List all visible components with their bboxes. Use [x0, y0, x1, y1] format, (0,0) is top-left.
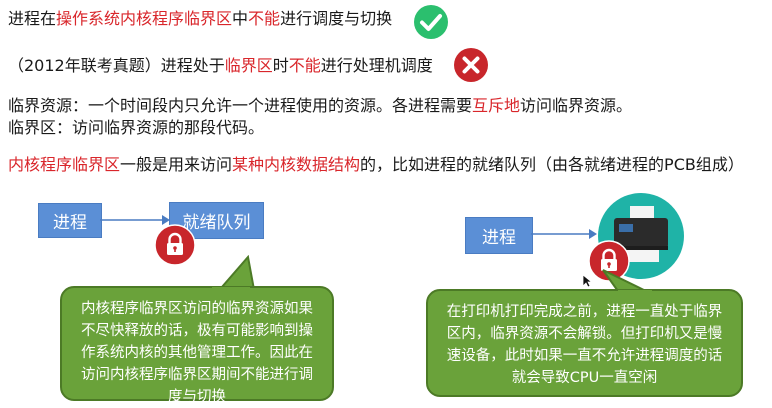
right-bubble-joint — [618, 290, 652, 294]
lock-icon — [588, 240, 630, 282]
right-bubble-tail — [602, 269, 653, 294]
statement-2: （2012年联考真题）进程处于临界区时不能进行处理机调度 — [8, 56, 433, 75]
definition-critical-section: 临界区：访问临界资源的那段代码。 — [8, 118, 265, 137]
check-icon — [414, 5, 448, 39]
arrow-icon — [531, 229, 597, 239]
statement-kernel-critical-section: 内核程序临界区一般是用来访问某种内核数据结构的，比如进程的就绪队列（由各就绪进程… — [8, 155, 744, 174]
arrow-icon — [100, 215, 170, 225]
left-explanation-bubble: 内核程序临界区访问的临界资源如果不尽快释放的话，极有可能影响到操作系统内核的其他… — [60, 286, 334, 405]
cursor-icon — [582, 274, 592, 288]
right-process-box: 进程 — [465, 217, 533, 254]
cross-icon — [454, 48, 488, 82]
left-process-box: 进程 — [38, 203, 102, 238]
right-explanation-bubble: 在打印机打印完成之前，进程一直处于临界区内，临界资源不会解锁。但打印机又是慢速设… — [426, 289, 743, 397]
left-bubble-joint — [212, 287, 250, 291]
statement-1: 进程在操作系统内核程序临界区中不能进行调度与切换 — [8, 9, 393, 28]
definition-critical-resource: 临界资源：一个时间段内只允许一个进程使用的资源。各进程需要互斥地访问临界资源。 — [8, 96, 633, 115]
left-bubble-tail — [213, 255, 257, 295]
lock-icon — [154, 224, 196, 266]
